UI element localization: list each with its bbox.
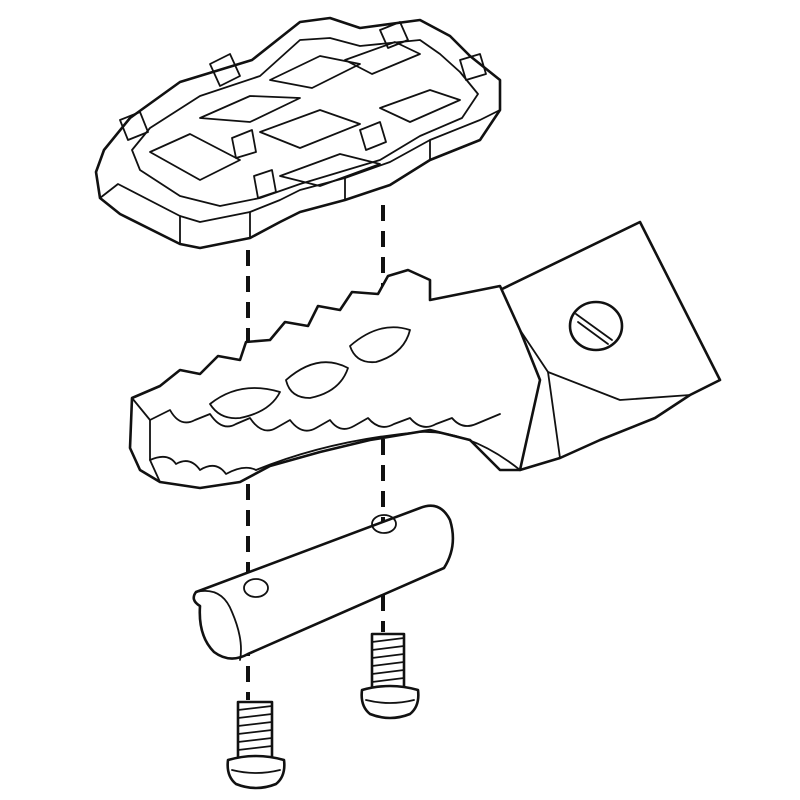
foot-peg-pad	[94, 16, 502, 250]
block-hole-right	[371, 514, 397, 534]
bolt-right	[360, 632, 420, 720]
block-hole-left	[243, 578, 269, 598]
plate-screw-head	[568, 300, 624, 352]
mounting-block	[192, 504, 455, 661]
foot-peg-bracket	[128, 220, 722, 490]
bolt-left	[226, 700, 286, 790]
